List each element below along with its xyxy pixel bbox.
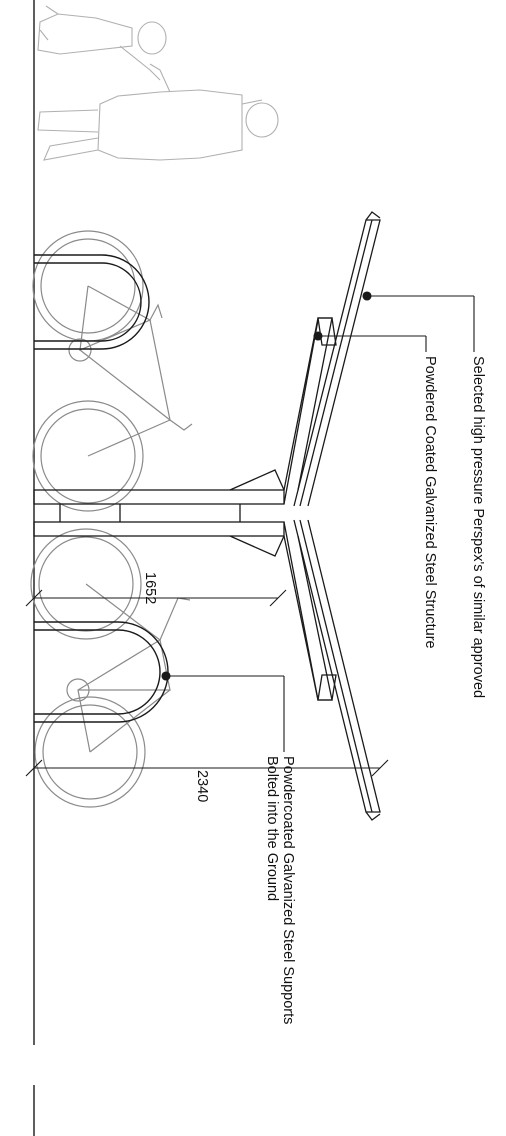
lower-bicycle <box>30 528 191 808</box>
dimension-1652 <box>25 589 287 607</box>
pedestrian-child-figure <box>37 5 167 81</box>
perspex-label: Selected high pressure Perspex's of simi… <box>470 356 486 698</box>
upper-bike-stand <box>34 254 150 350</box>
perspex-leader <box>362 291 475 352</box>
steel-structure <box>33 469 285 557</box>
lower-roof-arm <box>283 521 337 701</box>
dimension-1652-label: 1652 <box>142 572 158 604</box>
pedestrian-adult-figure <box>37 63 279 161</box>
lower-perspex-panel <box>293 519 381 821</box>
structure-label: Powdered Coated Galvanized Steel Structu… <box>422 356 438 649</box>
upper-roof-arm <box>283 317 337 505</box>
structure-leader <box>313 331 427 352</box>
supports-leader <box>161 671 285 752</box>
upper-perspex-panel <box>293 211 381 507</box>
supports-label-line1: Powdercoated Galvanized Steel Supports <box>280 756 296 1024</box>
dimension-2340 <box>25 759 389 777</box>
upper-bicycle <box>32 230 193 512</box>
dimension-2340-label: 2340 <box>194 770 210 802</box>
supports-label-line2: Bolted into the Ground <box>264 756 280 901</box>
